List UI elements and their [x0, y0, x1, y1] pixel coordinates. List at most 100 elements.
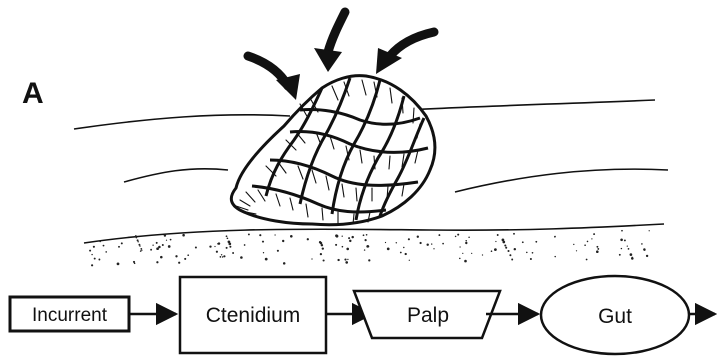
sand-dot: [277, 250, 279, 252]
sand-dot: [160, 256, 163, 259]
sand-dot: [164, 234, 166, 236]
sand-dot: [344, 259, 346, 261]
sand-dot: [465, 240, 466, 241]
sand-dot: [121, 242, 123, 244]
sand-dot: [482, 254, 483, 255]
sand-dot: [222, 256, 223, 257]
sand-dot: [646, 255, 648, 257]
sand-dot: [214, 246, 215, 247]
sand-dot: [217, 243, 219, 245]
sand-dot: [322, 247, 324, 249]
sand-dot: [335, 244, 337, 246]
sand-dot: [170, 239, 172, 241]
sand-dot: [226, 235, 228, 237]
sand-dot: [409, 260, 410, 261]
upper-wavy-line: [74, 115, 290, 129]
sand-dot: [554, 236, 556, 238]
sand-dot: [505, 247, 507, 249]
middle-wavy-line: [124, 169, 228, 182]
sand-dot: [228, 243, 231, 246]
sand-dot: [175, 255, 177, 257]
right-arrow: [390, 32, 434, 56]
sand-dot: [535, 241, 537, 243]
sand-dot: [283, 262, 286, 265]
sand-dot: [596, 246, 598, 248]
sand-dot: [513, 233, 515, 235]
sand-dot: [584, 244, 586, 246]
sand-dot: [140, 250, 142, 252]
sand-dot: [209, 245, 211, 247]
sand-dot: [530, 258, 532, 260]
sand-dot: [348, 237, 350, 239]
sand-dot: [368, 259, 370, 261]
sand-dot: [442, 243, 444, 245]
sand-dot: [522, 241, 524, 243]
sand-dot: [342, 236, 343, 237]
sand-dot: [94, 258, 96, 260]
sand-dot: [248, 233, 250, 235]
sand-dot: [620, 238, 623, 241]
sand-dot: [220, 256, 222, 258]
sand-dot: [417, 236, 419, 238]
sand-dot: [223, 255, 225, 257]
sand-dot: [491, 250, 493, 252]
sand-dot: [349, 240, 351, 242]
sand-dot: [573, 244, 574, 245]
sand-dot: [152, 245, 153, 246]
sand-dot: [627, 245, 628, 246]
sand-dot: [321, 244, 323, 246]
sand-dot: [137, 239, 139, 241]
sand-dot: [438, 234, 440, 236]
sand-dot: [98, 259, 100, 261]
sand-dot: [514, 248, 516, 250]
sand-dot: [138, 244, 140, 246]
sand-dot: [649, 230, 650, 231]
sand-dot: [365, 239, 367, 241]
sand-dot: [290, 235, 293, 238]
sand-dot: [226, 247, 228, 249]
sand-dot: [134, 263, 136, 265]
middle-wavy-line-right: [455, 169, 668, 192]
sand-dot: [532, 252, 534, 254]
sand-dot: [150, 249, 152, 251]
sand-dot: [464, 260, 467, 263]
sand-dot: [403, 247, 404, 248]
sand-dot: [227, 237, 229, 239]
sand-dot: [576, 250, 577, 251]
sand-dot: [462, 253, 463, 254]
gut-label: Gut: [598, 305, 632, 328]
sand-dot: [471, 253, 472, 254]
sand-dot: [459, 246, 460, 247]
sand-dot: [345, 261, 348, 264]
flow-chart: Incurrent Ctenidium Palp Gut: [10, 276, 715, 354]
sand-dot: [511, 259, 513, 261]
sand-dot: [156, 242, 158, 244]
sand-dot: [274, 234, 275, 235]
sand-dot: [420, 242, 422, 244]
sand-dot: [385, 242, 386, 243]
sand-dot: [431, 243, 432, 244]
sand-dot: [140, 248, 142, 250]
sand-dot: [502, 241, 505, 244]
sand-dot: [162, 244, 164, 246]
sand-dot: [118, 246, 120, 248]
sand-dot: [504, 244, 506, 246]
center-arrow: [328, 12, 345, 52]
sand-dot: [262, 241, 264, 243]
sand-dot: [335, 234, 338, 237]
sand-dot: [307, 238, 309, 240]
sand-dot: [168, 245, 171, 248]
sand-dot: [103, 245, 105, 247]
sand-dot: [137, 241, 138, 242]
sand-dot: [263, 252, 264, 253]
sand-dot: [495, 241, 496, 242]
sand-dot: [259, 234, 261, 236]
sand-dot: [117, 263, 120, 266]
sand-dot: [497, 234, 499, 236]
sand-dot: [587, 241, 589, 243]
sand-dot: [323, 259, 325, 261]
sand-dot: [265, 258, 268, 261]
sand-dot: [597, 248, 599, 250]
sand-dot: [320, 253, 322, 255]
